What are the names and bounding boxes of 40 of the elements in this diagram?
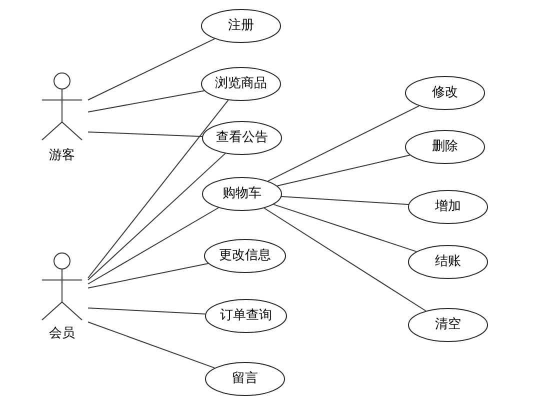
use-case-ellipse xyxy=(408,308,488,342)
use-case-ellipse xyxy=(201,67,281,101)
use-case-label: 留言 xyxy=(231,371,259,387)
use-case-ellipse xyxy=(408,190,488,224)
use-case-ellipse xyxy=(204,239,286,273)
use-case-label: 查看公告 xyxy=(215,130,269,146)
use-case-label: 删除 xyxy=(431,139,459,155)
association-line xyxy=(88,308,206,314)
use-case-label: 修改 xyxy=(431,85,459,101)
use-case-label: 更改信息 xyxy=(218,248,272,264)
use-case-ellipse xyxy=(205,299,287,333)
use-case-ellipse xyxy=(405,130,485,164)
association-line xyxy=(88,263,209,288)
actor-name: 会员 xyxy=(48,326,76,342)
use-case-ellipse xyxy=(205,362,285,396)
association-line xyxy=(88,100,229,278)
use-case-label: 增加 xyxy=(434,199,462,215)
association-line xyxy=(264,208,426,312)
use-case-label: 结账 xyxy=(434,254,462,270)
association-line xyxy=(88,207,219,284)
use-case-ellipse xyxy=(202,177,282,211)
use-case-ellipse xyxy=(202,121,282,155)
use-case-ellipse xyxy=(408,245,488,279)
actor-name: 游客 xyxy=(48,148,76,164)
association-line xyxy=(88,152,226,280)
association-line xyxy=(88,38,216,100)
use-case-label: 清空 xyxy=(434,317,462,333)
use-case-label: 注册 xyxy=(227,18,255,34)
use-case-label: 订单查询 xyxy=(219,308,273,324)
use-case-label: 购物车 xyxy=(222,186,262,202)
association-line xyxy=(273,204,417,252)
use-case-label: 浏览商品 xyxy=(214,76,268,92)
association-line xyxy=(281,196,409,205)
association-line xyxy=(276,154,410,186)
association-line xyxy=(88,132,203,137)
use-case-ellipse xyxy=(405,76,485,110)
use-case-ellipse xyxy=(201,9,281,43)
association-line xyxy=(267,105,420,182)
association-line xyxy=(88,90,205,112)
association-line xyxy=(88,322,216,368)
